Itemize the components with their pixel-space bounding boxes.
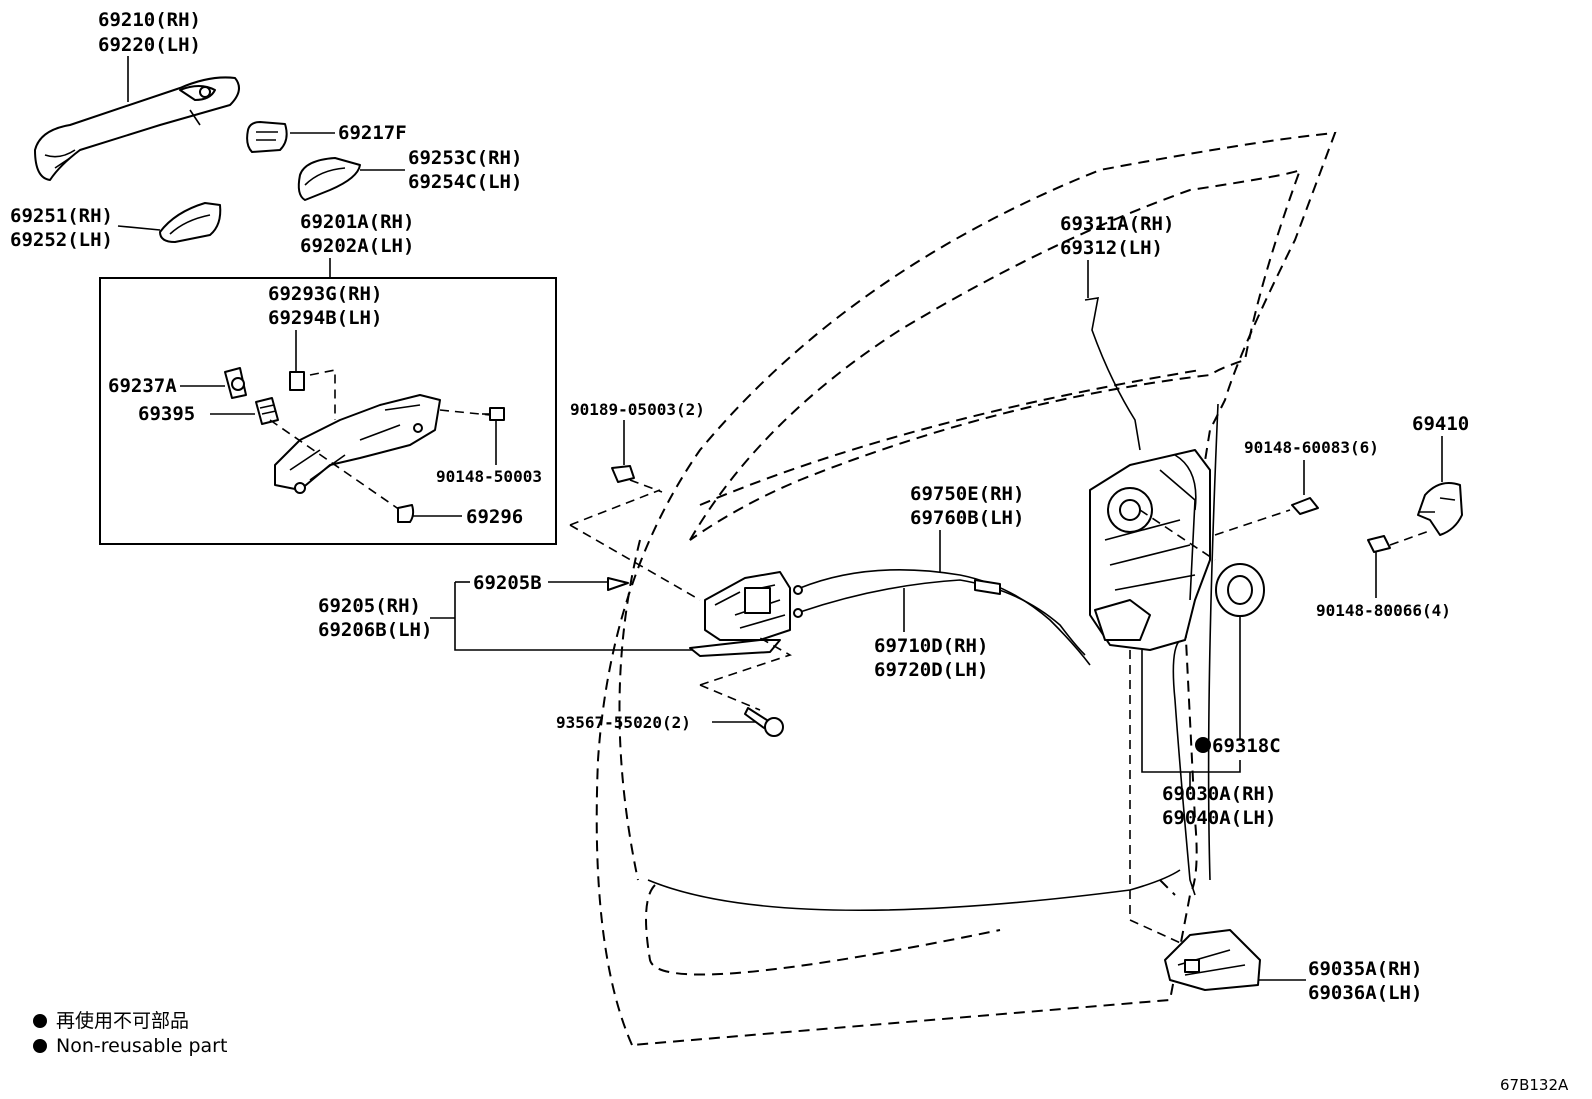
label-striker: 69410 — [1412, 413, 1469, 435]
label-screw-60083: 90148-60083(6) — [1244, 438, 1379, 457]
seal-69318c — [1215, 563, 1265, 617]
label-sub-lh: 69294B(LH) — [268, 307, 382, 329]
label-frame-rh: 69201A(RH) — [300, 211, 414, 233]
screw-90148-50003 — [482, 407, 505, 421]
lock-rod — [1084, 297, 1141, 451]
handle-pad — [297, 157, 361, 201]
screw-90148-60083 — [1291, 497, 1319, 515]
label-cover2-rh: 69035A(RH) — [1308, 958, 1422, 980]
label-cable2-rh: 69710D(RH) — [874, 635, 988, 657]
label-clip: 90189-05003(2) — [570, 400, 705, 419]
label-outer-handle-rh: 69210(RH) — [98, 9, 201, 31]
screw-90148-80066 — [1367, 535, 1391, 553]
label-screw-50003: 90148-50003 — [436, 467, 542, 486]
label-rod-rh: 69311A(RH) — [1060, 213, 1174, 235]
label-frame-lh: 69202A(LH) — [300, 235, 414, 257]
legend-en: Non-reusable part — [56, 1035, 227, 1057]
label-lock-lh: 69040A(LH) — [1162, 807, 1276, 829]
part-69296 — [397, 504, 415, 523]
label-rod-lh: 69312(LH) — [1060, 237, 1163, 259]
label-69395: 69395 — [138, 403, 195, 425]
non-reusable-dot-seal — [1195, 737, 1211, 753]
label-sub-rh: 69293G(RH) — [268, 283, 382, 305]
frame-assembly-box — [99, 277, 557, 545]
part-69395 — [255, 397, 279, 425]
label-inner-lh: 69206B(LH) — [318, 619, 432, 641]
label-screw-80066: 90148-80066(4) — [1316, 601, 1451, 620]
pin-69205b — [607, 577, 629, 591]
outer-door-handle — [34, 76, 240, 181]
screw-93567 — [744, 707, 784, 737]
label-pad-lh: 69254C(LH) — [408, 171, 522, 193]
clip-90189 — [611, 465, 635, 483]
door-lock-assembly — [1089, 449, 1211, 651]
label-outer-handle-lh: 69220(LH) — [98, 34, 201, 56]
label-cable1-lh: 69760B(LH) — [910, 507, 1024, 529]
handle-cover — [159, 202, 222, 243]
legend-dot-en — [33, 1039, 47, 1053]
label-69296: 69296 — [466, 506, 523, 528]
handle-cap — [246, 121, 288, 153]
label-cap: 69217F — [338, 122, 407, 144]
striker-69410 — [1417, 482, 1463, 536]
label-inner-rh: 69205(RH) — [318, 595, 421, 617]
label-lock-rh: 69030A(RH) — [1162, 783, 1276, 805]
legend-jp: 再使用不可部品 — [56, 1010, 189, 1032]
label-69237a: 69237A — [108, 375, 177, 397]
legend: 再使用不可部品 Non-reusable part — [33, 1010, 227, 1057]
label-cable2-lh: 69720D(LH) — [874, 659, 988, 681]
cable-assembly — [793, 569, 1091, 666]
label-cover-rh: 69251(RH) — [10, 205, 113, 227]
lock-cover-69035a — [1164, 929, 1261, 991]
frame-assembly — [274, 371, 441, 494]
label-cover-lh: 69252(LH) — [10, 229, 113, 251]
label-69205b: 69205B — [473, 572, 542, 594]
label-seal: 69318C — [1212, 735, 1281, 757]
inner-door-handle — [689, 571, 791, 657]
label-screw-55020: 93567-55020(2) — [556, 713, 691, 732]
lever-69237a — [224, 367, 247, 399]
label-pad-rh: 69253C(RH) — [408, 147, 522, 169]
label-cover2-lh: 69036A(LH) — [1308, 982, 1422, 1004]
legend-dot-jp — [33, 1014, 47, 1028]
label-cable1-rh: 69750E(RH) — [910, 483, 1024, 505]
figure-reference: 67B132A — [1500, 1076, 1569, 1094]
